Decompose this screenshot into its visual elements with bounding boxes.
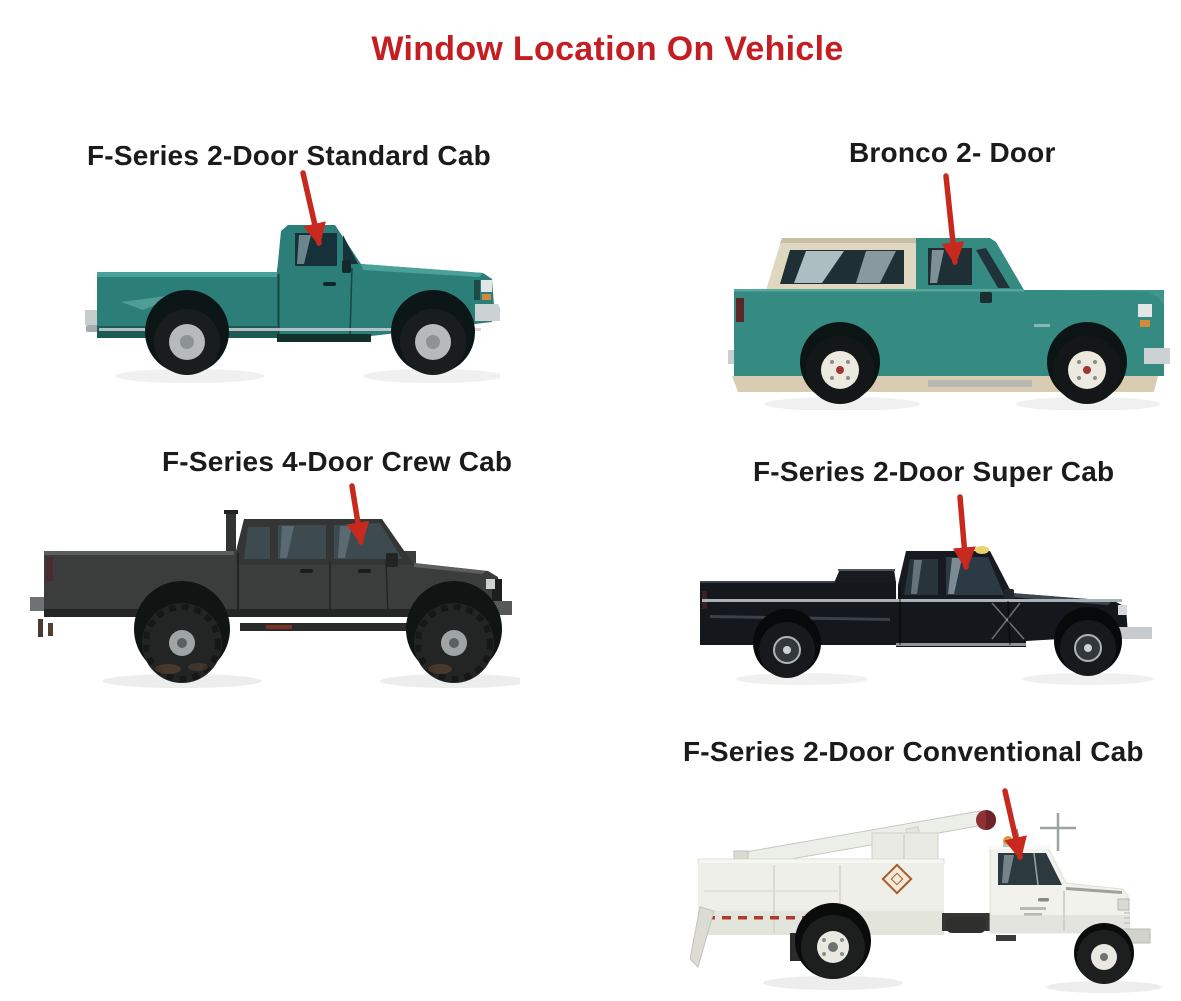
- crew-cab-front-wheel: [414, 603, 494, 683]
- page-title: Window Location On Vehicle: [371, 30, 844, 68]
- super-cab-truck-photo: [700, 546, 1154, 685]
- bronco-rear-wheel: [806, 336, 874, 404]
- label-bronco-2-door: Bronco 2- Door: [849, 137, 1056, 168]
- label-conventional-cab: F-Series 2-Door Conventional Cab: [683, 736, 1144, 767]
- figure-crew-cab: [30, 505, 520, 690]
- bronco-truck-photo: [728, 238, 1170, 410]
- super-cab-rear-wheel: [759, 622, 815, 678]
- hazard-placard-icon: [881, 863, 913, 895]
- bronco-front-wheel: [1053, 336, 1121, 404]
- standard-cab-rear-wheel: [154, 309, 220, 375]
- conventional-cab-truck-photo: [690, 810, 1162, 993]
- label-standard-cab: F-Series 2-Door Standard Cab: [87, 140, 491, 171]
- figure-super-cab: [690, 545, 1165, 685]
- crew-cab-rear-wheel: [142, 603, 222, 683]
- figure-standard-cab: [85, 218, 500, 390]
- conventional-cab-front-wheel: [1077, 930, 1131, 984]
- conventional-cab-rear-wheel: [801, 915, 865, 979]
- label-crew-cab: F-Series 4-Door Crew Cab: [162, 446, 513, 477]
- standard-cab-truck-photo: [85, 225, 500, 383]
- crew-cab-truck-photo: [30, 510, 520, 688]
- figure-bronco: [728, 228, 1170, 410]
- label-super-cab: F-Series 2-Door Super Cab: [753, 456, 1115, 487]
- figure-conventional-cab: [690, 795, 1170, 995]
- super-cab-front-wheel: [1060, 620, 1116, 676]
- conventional-cab-door-window: [998, 853, 1062, 885]
- super-cab-quarter-window: [904, 559, 938, 595]
- background-pole: [1040, 813, 1076, 851]
- standard-cab-front-wheel: [400, 309, 466, 375]
